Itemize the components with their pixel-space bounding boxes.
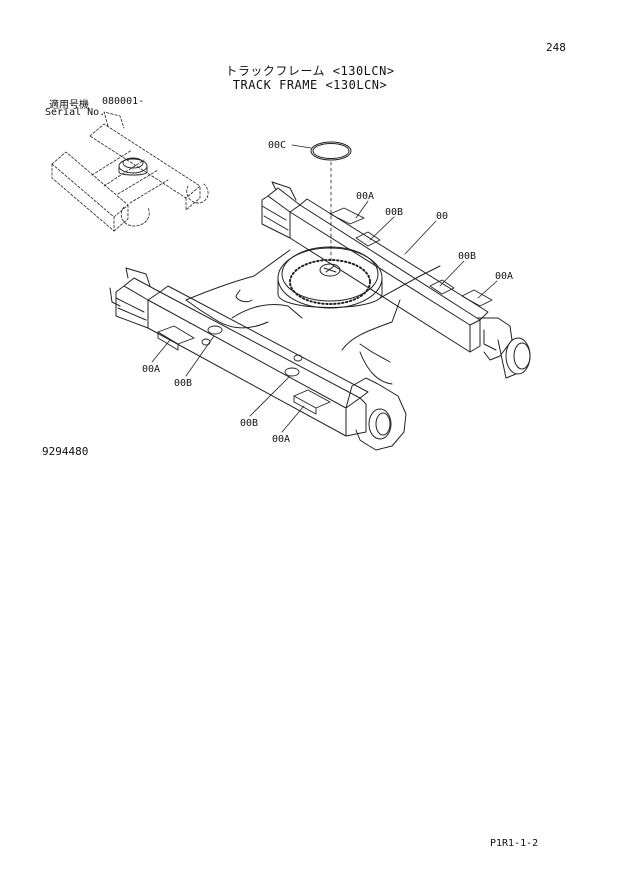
callout-00a-right: 00A xyxy=(495,271,513,282)
thumbnail-swing-bearing xyxy=(118,157,148,176)
serial-number-value: 080001- xyxy=(102,96,145,107)
thumbnail-frame-illustration xyxy=(51,111,209,232)
serial-label-english: Serial No. xyxy=(45,107,106,118)
callout-00b-top: 00B xyxy=(385,207,403,218)
drawing-number: 9294480 xyxy=(42,445,89,458)
callout-00c: 00C xyxy=(268,140,286,151)
callout-00b-right: 00B xyxy=(458,251,476,262)
leader-lines xyxy=(151,144,498,433)
callout-00a-bottom: 00A xyxy=(272,434,290,445)
frame-pads xyxy=(157,207,493,415)
callout-00: 00 xyxy=(436,211,448,222)
callout-00b-left: 00B xyxy=(174,378,192,389)
callout-labels: 00C 00A 00B 00 00B 00A 00A 00B 00B 00A xyxy=(142,140,513,445)
callout-00b-bottom: 00B xyxy=(240,418,258,429)
page-number: 248 xyxy=(546,41,566,54)
track-frame-illustration xyxy=(109,181,531,451)
title-english: TRACK FRAME <130LCN> xyxy=(232,78,388,92)
callout-00a-left: 00A xyxy=(142,364,160,375)
title-japanese: トラックフレーム <130LCN> xyxy=(225,64,395,78)
serial-label-japanese: 適用号機 xyxy=(49,100,89,111)
callout-00a-top: 00A xyxy=(356,191,374,202)
o-ring-part xyxy=(310,141,352,161)
footer-page-code: P1R1-1-2 xyxy=(490,838,539,849)
